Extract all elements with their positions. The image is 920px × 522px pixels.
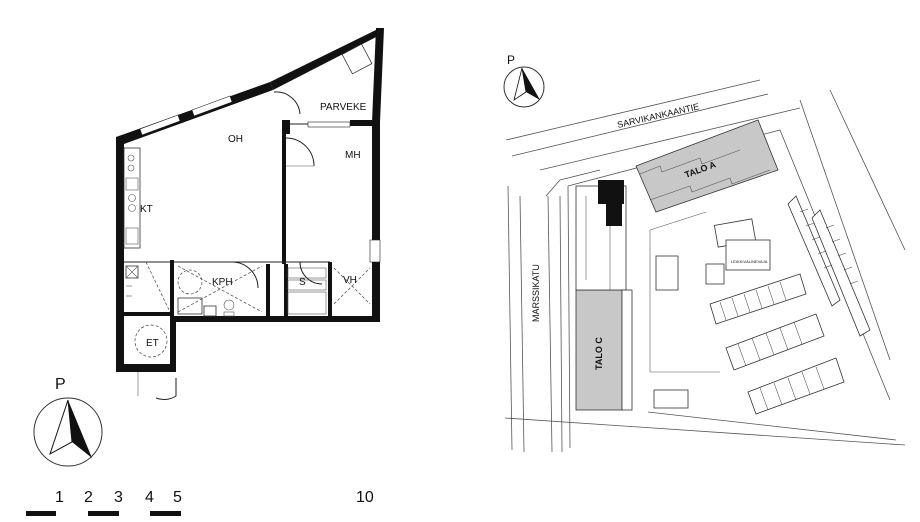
compass-icon	[33, 397, 103, 467]
room-label-parveke: PARVEKE	[320, 102, 367, 113]
street-label-sarvikankaantie: SARVIKANKAANTIE	[616, 101, 700, 130]
wall-west	[116, 137, 124, 372]
door-balcony	[273, 91, 301, 115]
scale-label-2: 2	[84, 489, 93, 506]
kitchen-counter	[123, 147, 141, 249]
scale-label-1: 1	[55, 489, 64, 506]
window-1	[139, 114, 181, 136]
site-plan: SARVIKANKAANTIE MARSSIKATU TALO A TALO C…	[504, 79, 906, 453]
wall-et-east	[170, 316, 176, 372]
washing-machine	[203, 305, 217, 317]
room-label-kt: KT	[140, 204, 153, 215]
wall-south	[170, 316, 380, 322]
door-kph	[231, 261, 259, 289]
building-label-shed: LEIKKIVÄLINEVAJA	[731, 259, 768, 264]
door-mh	[285, 137, 315, 167]
room-label-et: ET	[146, 338, 159, 349]
room-label-vh: VH	[343, 275, 357, 286]
scale-label-3: 3	[114, 489, 123, 506]
window-balcony	[307, 121, 351, 128]
wall-east	[372, 122, 380, 322]
wall-balcony-diagonal	[270, 28, 382, 90]
scale-label-10: 10	[356, 489, 374, 506]
building-play-shed	[725, 239, 771, 271]
scale-label-4: 4	[145, 489, 154, 506]
compass-icon	[503, 66, 545, 108]
north-label-site: P	[507, 53, 515, 67]
toilet	[223, 299, 235, 311]
room-label-oh: OH	[228, 134, 243, 145]
north-arrow-floorplan: P	[33, 376, 103, 467]
floor-plan: OH PARVEKE MH KT KPH S VH ET	[116, 28, 384, 400]
scale-label-5: 5	[173, 489, 182, 506]
north-label-floorplan: P	[55, 376, 66, 393]
street-label-marssikatu: MARSSIKATU	[531, 264, 541, 322]
building-talo-a	[635, 119, 779, 213]
north-arrow-site: P	[503, 53, 545, 108]
door-entrance	[155, 378, 177, 400]
building-label-talo-c: TALO C	[594, 337, 604, 370]
wall-et-south	[116, 364, 176, 372]
wall-mh-west	[282, 126, 286, 264]
sink	[177, 297, 203, 315]
room-label-mh: MH	[345, 150, 361, 161]
room-label-s: S	[299, 277, 306, 288]
turning-circle	[134, 324, 168, 358]
parking-rows	[709, 195, 871, 415]
room-label-kph: KPH	[212, 277, 233, 288]
balcony-object	[341, 43, 373, 75]
window-2	[191, 95, 233, 117]
wall-east-balcony	[372, 28, 384, 122]
scale-bar: 1 2 3 4 5 10	[26, 489, 374, 516]
